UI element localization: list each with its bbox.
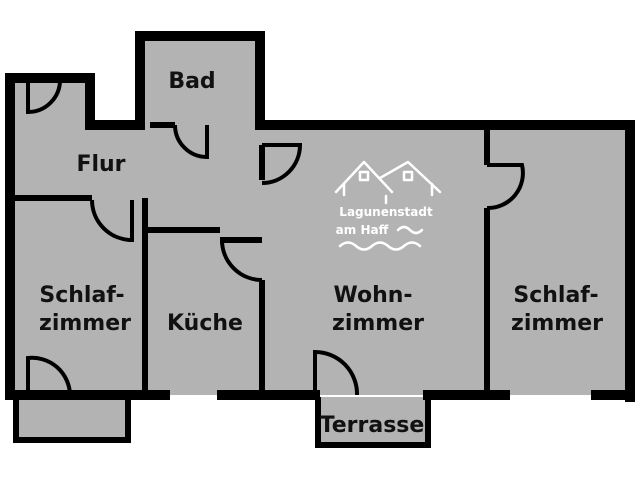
- label-bad: Bad: [168, 69, 215, 94]
- room-fills: [10, 38, 630, 447]
- doors: [26, 79, 525, 396]
- label-wohnzimmer-1: Wohn-: [333, 283, 412, 308]
- label-schlafzimmer-right-2: zimmer: [511, 311, 603, 336]
- label-schlafzimmer-right-1: Schlaf-: [513, 283, 598, 308]
- label-schlafzimmer-left-2: zimmer: [39, 311, 131, 336]
- twin-houses-waves-logo-icon: Lagunenstadt am Haff: [334, 160, 442, 251]
- walls: [5, 31, 635, 448]
- label-flur: Flur: [76, 152, 125, 177]
- label-schlafzimmer-left-1: Schlaf-: [39, 283, 124, 308]
- label-terrasse: Terrasse: [320, 413, 425, 438]
- label-kueche: Küche: [167, 311, 243, 336]
- logo-line-1: Lagunenstadt: [339, 205, 433, 219]
- logo-line-2: am Haff: [336, 223, 389, 237]
- room-labels: Bad Flur Schlaf- zimmer Küche Wohn- zimm…: [39, 69, 603, 438]
- label-wohnzimmer-2: zimmer: [332, 311, 424, 336]
